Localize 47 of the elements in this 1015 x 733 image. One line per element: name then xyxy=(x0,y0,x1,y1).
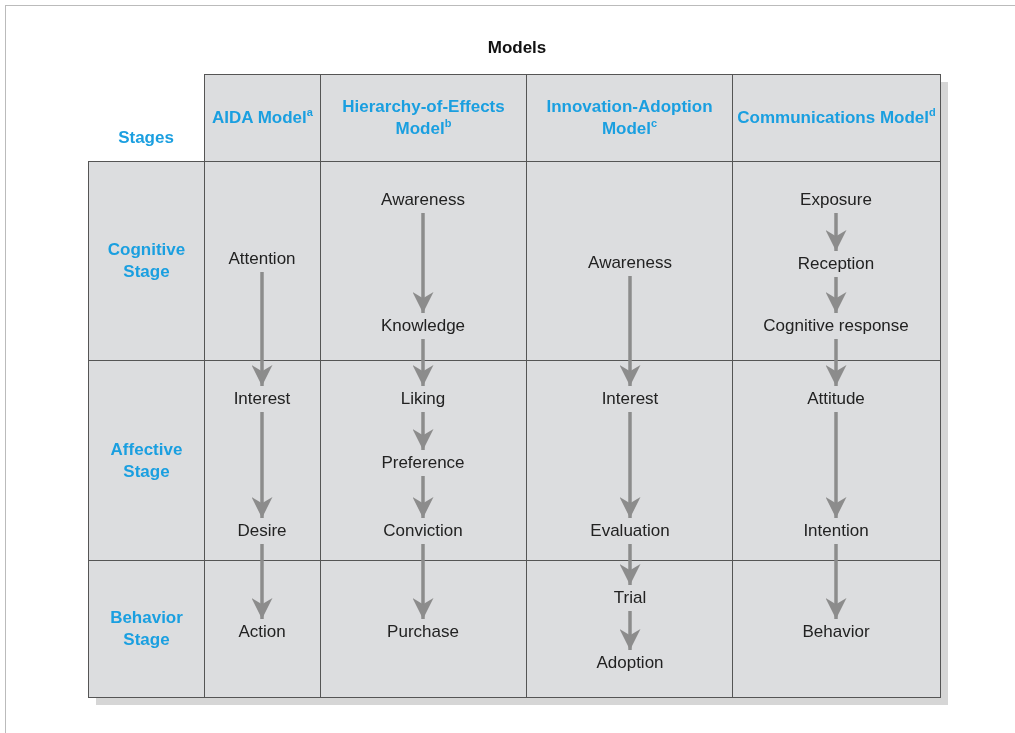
stage-label: Exposure xyxy=(800,190,872,210)
arrow xyxy=(619,412,641,518)
stage-label: Interest xyxy=(233,389,291,409)
stage-label: Awareness xyxy=(588,253,672,273)
arrow xyxy=(412,339,434,386)
stage-label: Adoption xyxy=(596,653,664,673)
stage-label: Interest xyxy=(601,389,659,409)
stage-label: Desire xyxy=(237,521,287,541)
stage-label: Knowledge xyxy=(380,316,466,336)
group-heading: Models xyxy=(487,38,547,58)
row-header: Cognitive Stage xyxy=(88,161,205,361)
stage-label: Evaluation xyxy=(590,521,670,541)
column-header: Hierarchy-of-Effects Model$^{b}$ xyxy=(320,74,527,162)
stage-label: Attention xyxy=(228,249,296,269)
arrow xyxy=(412,213,434,313)
arrow xyxy=(825,277,847,313)
arrow xyxy=(825,339,847,386)
stage-label: Trial xyxy=(613,588,647,608)
arrow xyxy=(619,276,641,386)
row-header: Affective Stage xyxy=(88,360,205,561)
arrow xyxy=(412,476,434,518)
stage-label: Behavior xyxy=(802,622,870,642)
column-header: AIDA Model$^{a}$ xyxy=(204,74,321,162)
stage-label: Intention xyxy=(803,521,869,541)
stage-label: Cognitive response xyxy=(763,316,909,336)
stage-label: Purchase xyxy=(387,622,459,642)
arrow xyxy=(619,611,641,650)
arrow xyxy=(412,544,434,619)
arrow xyxy=(251,544,273,619)
arrow xyxy=(825,544,847,619)
row-header: Behavior Stage xyxy=(88,560,205,698)
stage-label: Liking xyxy=(400,389,446,409)
arrow xyxy=(619,544,641,585)
arrow xyxy=(825,213,847,251)
column-header: Communications Model$^{d}$ xyxy=(732,74,941,162)
arrow xyxy=(412,412,434,450)
column-header: Innovation-Adoption Model$^{c}$ xyxy=(526,74,733,162)
stage-label: Awareness xyxy=(381,190,465,210)
arrow xyxy=(251,412,273,518)
stage-label: Preference xyxy=(381,453,465,473)
stage-label: Action xyxy=(238,622,286,642)
stage-label: Attitude xyxy=(807,389,865,409)
arrow xyxy=(825,412,847,518)
stage-label: Conviction xyxy=(383,521,463,541)
stage-label: Reception xyxy=(797,254,875,274)
column-heading: Stages xyxy=(118,128,174,148)
arrow xyxy=(251,272,273,386)
